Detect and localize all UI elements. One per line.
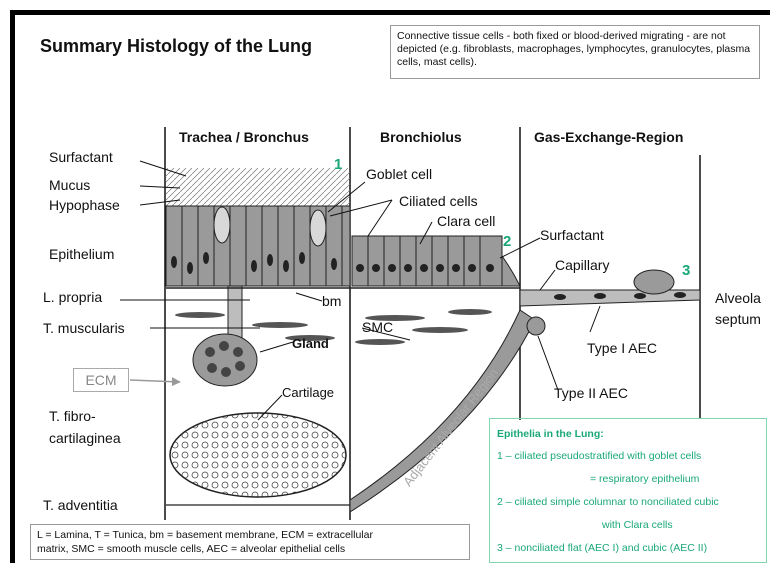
column-header-gas-exchange: Gas-Exchange-Region xyxy=(534,129,683,145)
label-alveola: Alveola xyxy=(715,290,761,306)
epithelia-line-2b: with Clara cells xyxy=(602,519,673,531)
marker-3: 3 xyxy=(682,262,690,279)
label-mucus: Mucus xyxy=(49,177,90,193)
label-surfactant: Surfactant xyxy=(49,149,113,165)
legend-line-2: matrix, SMC = smooth muscle cells, AEC =… xyxy=(37,542,463,556)
label-goblet-cell: Goblet cell xyxy=(366,166,432,182)
legend-box: L = Lamina, T = Tunica, bm = basement me… xyxy=(30,524,470,560)
legend-line-1: L = Lamina, T = Tunica, bm = basement me… xyxy=(37,528,463,542)
label-ciliated-cells: Ciliated cells xyxy=(399,193,478,209)
label-basement-membrane: bm xyxy=(322,293,341,309)
label-tunica-muscularis: T. muscularis xyxy=(43,320,125,336)
label-hypophase: Hypophase xyxy=(49,197,120,213)
label-ecm: ECM xyxy=(73,368,129,392)
label-surfactant-gas: Surfactant xyxy=(540,227,604,243)
label-septum: septum xyxy=(715,311,761,327)
label-epithelium: Epithelium xyxy=(49,246,114,262)
column-header-bronchiolus: Bronchiolus xyxy=(380,129,462,145)
epithelia-line-3: 3 – nonciliated flat (AEC I) and cubic (… xyxy=(497,542,707,554)
epithelia-line-1b: = respiratory epithelium xyxy=(590,473,699,485)
label-capillary: Capillary xyxy=(555,257,609,273)
epithelia-box: Epithelia in the Lung: 1 – ciliated pseu… xyxy=(489,418,767,563)
epithelia-heading: Epithelia in the Lung: xyxy=(497,428,604,440)
label-type-2-aec: Type II AEC xyxy=(554,385,628,401)
label-tunica-fibro: T. fibro- xyxy=(49,408,96,424)
label-tunica-adventitia: T. adventitia xyxy=(43,497,118,513)
epithelia-line-2: 2 – ciliated simple columnar to noncilia… xyxy=(497,496,719,508)
label-gland: Gland xyxy=(292,336,329,351)
label-tunica-cartilaginea: cartilaginea xyxy=(49,430,121,446)
label-type-1-aec: Type I AEC xyxy=(587,340,657,356)
epithelia-line-1: 1 – ciliated pseudostratified with goble… xyxy=(497,450,701,462)
label-clara-cell: Clara cell xyxy=(437,213,495,229)
column-header-trachea: Trachea / Bronchus xyxy=(179,129,309,145)
label-cartilage: Cartilage xyxy=(282,385,334,400)
label-smc: SMC xyxy=(362,319,393,335)
marker-1: 1 xyxy=(334,156,342,173)
label-lamina-propria: L. propria xyxy=(43,289,102,305)
marker-2: 2 xyxy=(503,233,511,250)
